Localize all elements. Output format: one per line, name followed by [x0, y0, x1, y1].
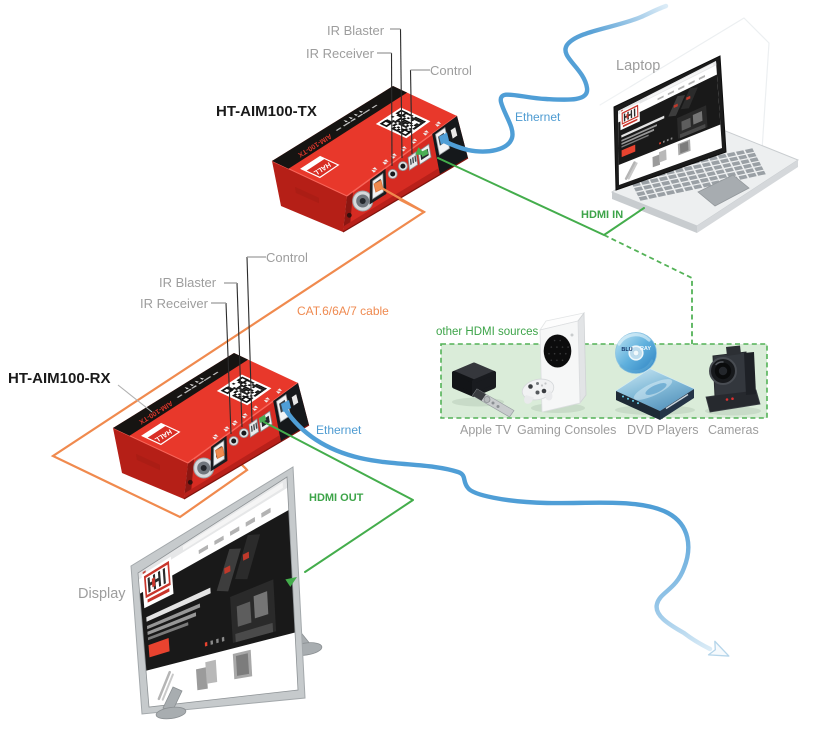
svg-text:RAY: RAY — [640, 346, 651, 352]
svg-text:Cameras: Cameras — [708, 423, 759, 437]
svg-text:IR Receiver: IR Receiver — [140, 296, 209, 311]
svg-text:Gaming Consoles: Gaming Consoles — [517, 423, 616, 437]
svg-text:CAT.6/6A/7 cable: CAT.6/6A/7 cable — [297, 304, 389, 318]
svg-text:other HDMI sources: other HDMI sources — [436, 326, 539, 338]
svg-text:Laptop: Laptop — [616, 58, 660, 74]
svg-text:Ethernet: Ethernet — [515, 110, 561, 124]
svg-text:Control: Control — [266, 250, 308, 265]
svg-text:IR Receiver: IR Receiver — [306, 46, 375, 61]
svg-text:DVD Players: DVD Players — [627, 423, 699, 437]
svg-text:IR Blaster: IR Blaster — [159, 275, 217, 290]
svg-text:BLU: BLU — [621, 347, 632, 353]
svg-text:Control: Control — [430, 63, 472, 78]
svg-text:Apple TV: Apple TV — [460, 423, 512, 437]
svg-text:IR Blaster: IR Blaster — [327, 23, 385, 38]
svg-text:HT-AIM100-RX: HT-AIM100-RX — [8, 370, 111, 387]
svg-text:HDMI OUT: HDMI OUT — [309, 492, 364, 504]
svg-text:Display: Display — [78, 586, 126, 602]
svg-text:HT-AIM100-TX: HT-AIM100-TX — [216, 103, 317, 120]
svg-text:Ethernet: Ethernet — [316, 423, 362, 437]
svg-text:HDMI IN: HDMI IN — [581, 209, 623, 221]
